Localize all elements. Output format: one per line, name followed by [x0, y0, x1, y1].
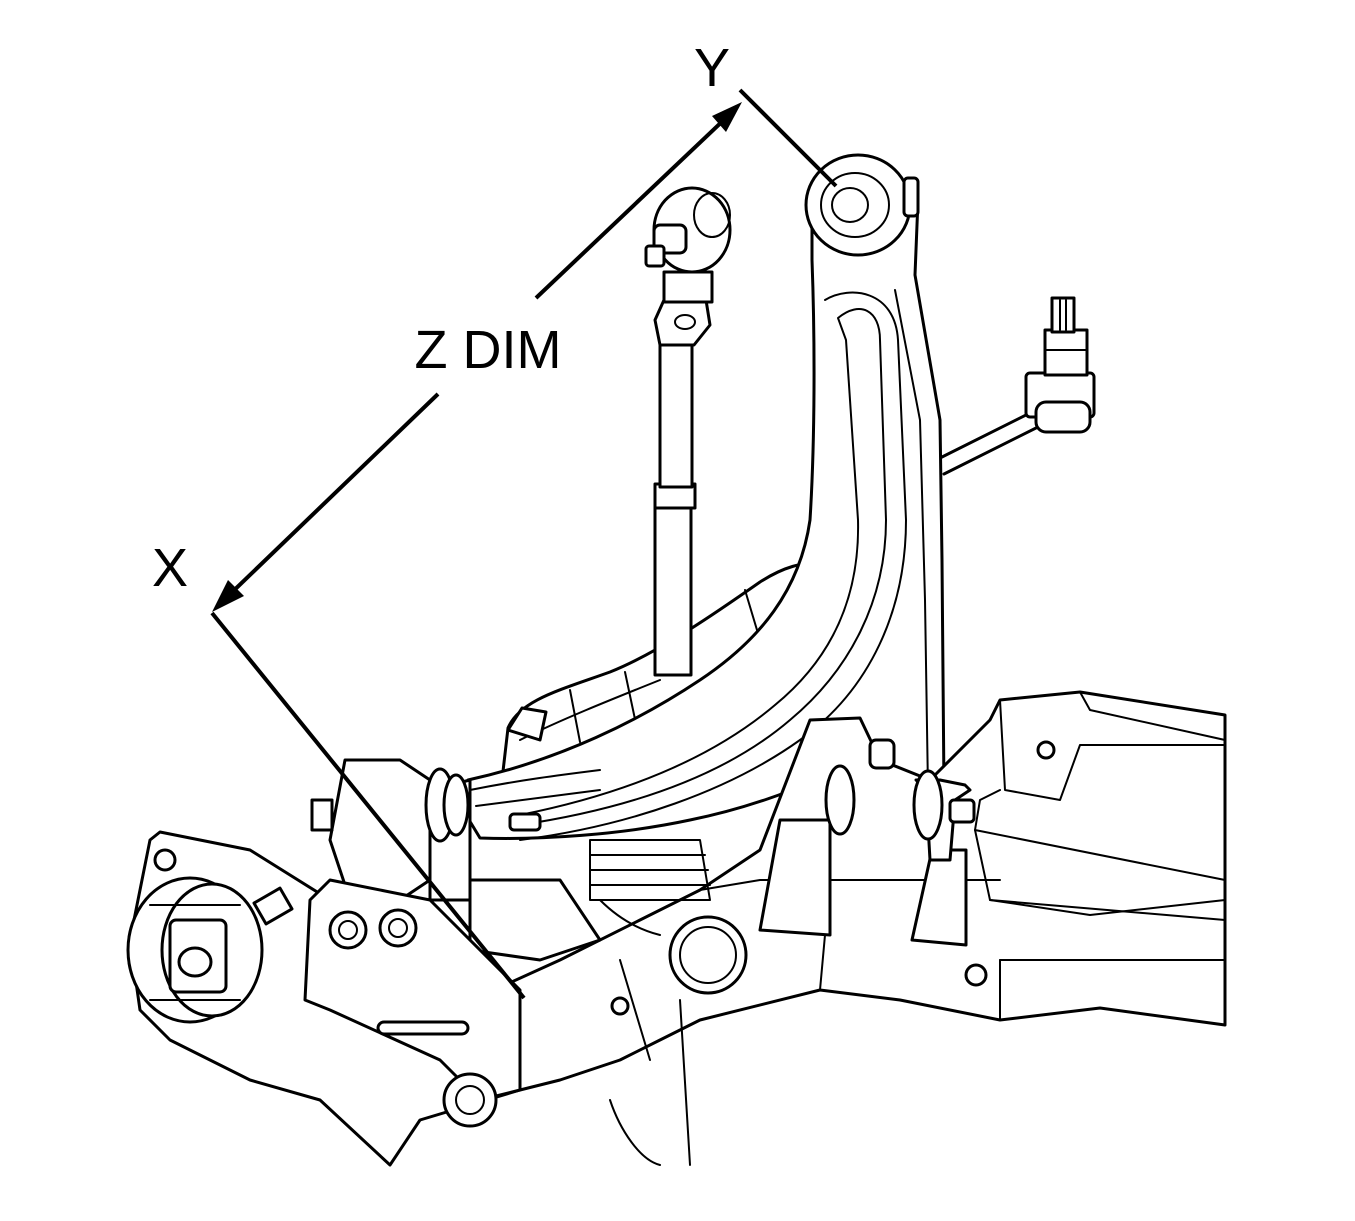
- z-dim-arrow-lower: [212, 580, 244, 612]
- x-reference-line: [210, 611, 526, 1000]
- y-reference-line: [738, 88, 838, 188]
- arm-bushings: [424, 764, 944, 843]
- stabilizer-link: [938, 296, 1096, 476]
- toe-link: [644, 186, 732, 677]
- left-bracket: [126, 830, 630, 1167]
- label-z-dim: Z DIM: [415, 320, 562, 380]
- dimension-lines: [210, 88, 838, 1000]
- z-dim-arrow-upper: [712, 102, 742, 132]
- z-dim-line-upper: [534, 114, 730, 300]
- label-x: X: [152, 538, 188, 598]
- label-y: Y: [694, 38, 730, 98]
- z-dim-line-lower: [224, 392, 440, 600]
